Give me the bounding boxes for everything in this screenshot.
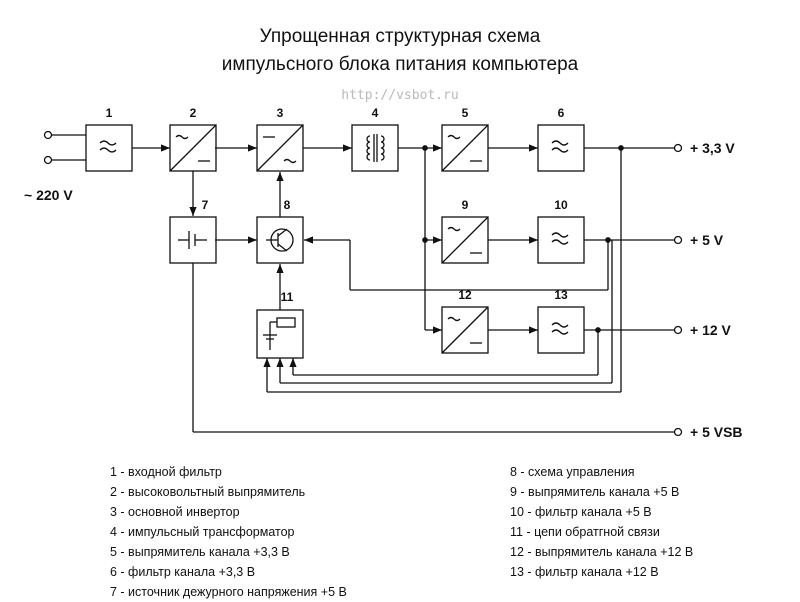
- connection-lines: [43, 130, 683, 437]
- rectifier-icon: [441, 306, 489, 354]
- filter-icon: [551, 322, 569, 335]
- standby-source-icon: [178, 231, 207, 249]
- block-7-standby-source: 7: [169, 198, 217, 264]
- legend-item: 7 - источник дежурного напряжения +5 В: [110, 585, 347, 599]
- legend-item: 10 - фильтр канала +5 В: [510, 505, 652, 519]
- diagram-title-line-1: Упрощенная структурная схема: [259, 26, 541, 47]
- block-2-hv-rectifier: 2: [169, 106, 217, 172]
- block-9-label: 9: [462, 198, 469, 212]
- rectifier-icon: [441, 216, 489, 264]
- block-1-label: 1: [106, 106, 113, 120]
- legend-item: 11 - цепи обратгной связи: [510, 525, 660, 539]
- block-10-label: 10: [554, 198, 568, 212]
- block-6-filter-3v3: 6: [537, 106, 585, 172]
- block-5-rectifier-3v3: 5: [441, 106, 489, 172]
- legend-item: 8 - схема управления: [510, 465, 635, 479]
- block-12-rectifier-12v: 12: [441, 288, 489, 354]
- legend-item: 9 - выпрямитель канала +5 В: [510, 485, 680, 499]
- legend-item: 5 - выпрямитель канала +3,3 В: [110, 545, 290, 559]
- input-terminal-top: [43, 130, 53, 140]
- watermark-url: http://vsbot.ru: [341, 88, 459, 103]
- input-voltage-label: ~ 220 V: [24, 187, 73, 203]
- legend-item: 2 - высоковольтный выпрямитель: [110, 485, 306, 499]
- output-5vsb-label: + 5 VSB: [690, 424, 743, 440]
- transformer-icon: [366, 134, 385, 162]
- filter-icon: [551, 140, 569, 153]
- legend-item: 3 - основной инвертор: [110, 505, 240, 519]
- output-5v-label: + 5 V: [690, 232, 724, 248]
- inverter-icon: [256, 124, 304, 172]
- legend-right-column: 8 - схема управления 9 - выпрямитель кан…: [510, 462, 693, 582]
- block-diagram: 1 2 3: [24, 106, 743, 440]
- legend-item: 6 - фильтр канала +3,3 В: [110, 565, 256, 579]
- block-11-label: 11: [281, 290, 294, 304]
- rectifier-icon: [169, 124, 217, 172]
- output-3v3-label: + 3,3 V: [690, 140, 735, 156]
- legend-item: 4 - импульсный трансформатор: [110, 525, 295, 539]
- block-7-label: 7: [202, 198, 209, 212]
- rectifier-icon: [441, 124, 489, 172]
- block-4-pulse-transformer: 4: [351, 106, 399, 172]
- transistor-icon: [266, 228, 294, 252]
- legend-item: 13 - фильтр канала +12 В: [510, 565, 659, 579]
- block-5-label: 5: [462, 106, 469, 120]
- output-12v-label: + 12 V: [690, 322, 732, 338]
- filter-icon: [99, 140, 117, 153]
- block-9-rectifier-5v: 9: [441, 198, 489, 264]
- block-6-label: 6: [558, 106, 565, 120]
- legend-item: 12 - выпрямитель канала +12 В: [510, 545, 694, 559]
- legend-left-column: 1 - входной фильтр 2 - высоковольтный вы…: [110, 462, 347, 602]
- block-8-label: 8: [284, 198, 291, 212]
- diagram-title-line-2: импульсного блока питания компьютера: [221, 54, 579, 75]
- output-terminal-12v: [673, 325, 683, 335]
- legend-item: 1 - входной фильтр: [110, 465, 222, 479]
- block-3-label: 3: [277, 106, 284, 120]
- block-11-feedback-circuits: 11: [256, 290, 304, 359]
- block-13-label: 13: [554, 288, 568, 302]
- input-terminal-bottom: [43, 155, 53, 165]
- block-8-control-circuit: 8: [256, 198, 304, 264]
- block-3-main-inverter: 3: [256, 106, 304, 172]
- output-terminal-5vsb: [673, 427, 683, 437]
- block-13-filter-12v: 13: [537, 288, 585, 354]
- output-terminal-5v: [673, 235, 683, 245]
- filter-icon: [551, 232, 569, 245]
- output-terminal-3v3: [673, 143, 683, 153]
- block-2-label: 2: [190, 106, 197, 120]
- feedback-icon: [263, 317, 296, 350]
- block-12-label: 12: [458, 288, 472, 302]
- block-1-input-filter: 1: [85, 106, 133, 172]
- block-10-filter-5v: 10: [537, 198, 585, 264]
- block-4-label: 4: [372, 106, 379, 120]
